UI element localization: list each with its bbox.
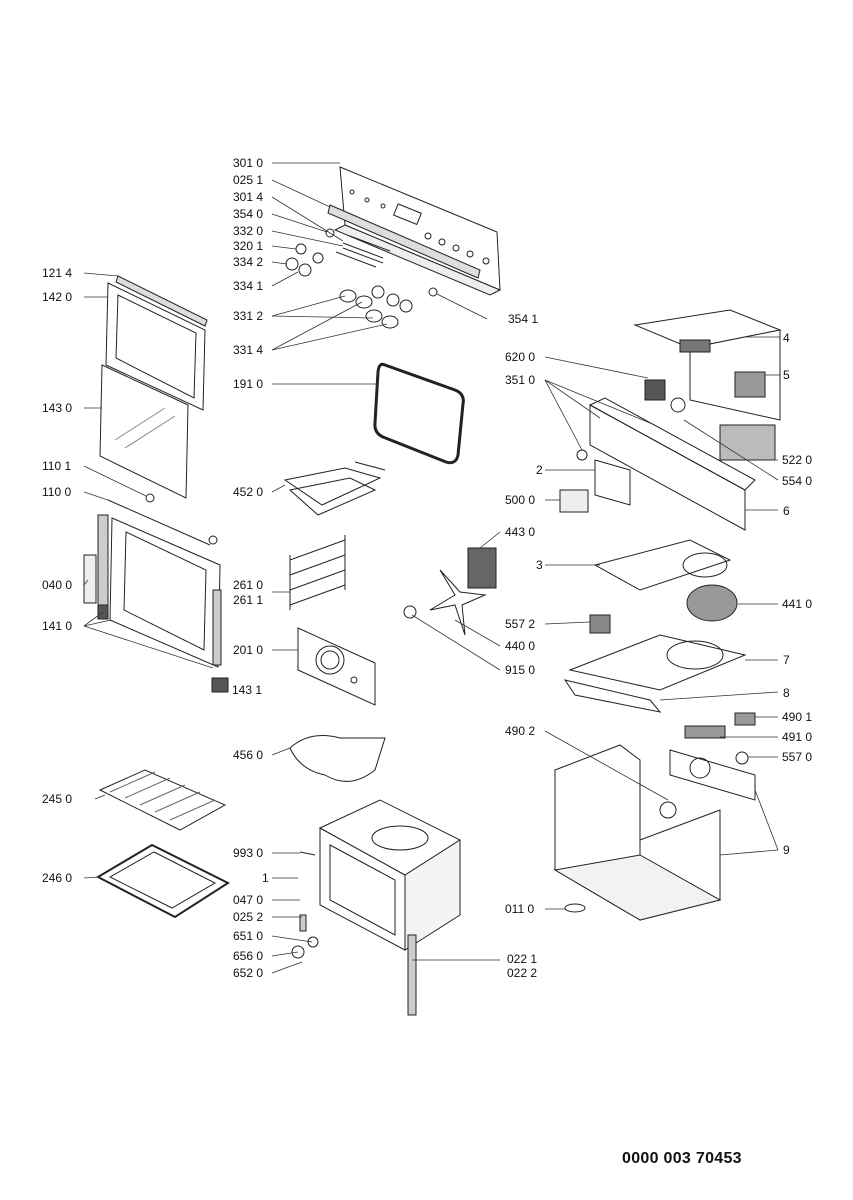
part-label-354-0: 354 0 — [233, 207, 264, 221]
part-label-491-0: 491 0 — [782, 730, 813, 744]
part-label-110-0: 110 0 — [42, 485, 72, 499]
part-label-7: 7 — [783, 653, 790, 667]
baking-tray-part — [95, 843, 231, 919]
part-label-246-0: 246 0 — [42, 871, 73, 885]
part-label-456-0: 456 0 — [233, 748, 264, 762]
part-label-334-1: 334 1 — [233, 279, 264, 293]
leader-lines — [83, 162, 780, 974]
part-label-025-2: 025 2 — [233, 910, 264, 924]
part-label-652-0: 652 0 — [233, 966, 264, 980]
part-label-1: 1 — [262, 871, 269, 885]
part-label-261-1: 261 1 — [233, 593, 264, 607]
part-label-245-0: 245 0 — [42, 792, 73, 806]
back-plates-part — [563, 539, 747, 713]
part-label-8: 8 — [783, 686, 790, 700]
part-label-4: 4 — [783, 331, 790, 345]
part-label-022-1: 022 1 — [507, 952, 538, 966]
control-panel-part — [327, 166, 502, 296]
part-label-443-0: 443 0 — [505, 525, 536, 539]
part-label-440-0: 440 0 — [505, 639, 536, 653]
part-label-334-2: 334 2 — [233, 255, 264, 269]
part-label-191-0: 191 0 — [233, 377, 264, 391]
fan-motor-part — [403, 547, 497, 636]
part-label-9: 9 — [783, 843, 790, 857]
lower-element-part — [289, 735, 386, 782]
part-label-441-0: 441 0 — [782, 597, 813, 611]
part-label-993-0: 993 0 — [233, 846, 264, 860]
part-label-620-0: 620 0 — [505, 350, 536, 364]
part-label-915-0: 915 0 — [505, 663, 536, 677]
part-label-490-2: 490 2 — [505, 724, 536, 738]
part-label-143-1: 143 1 — [232, 683, 263, 697]
grill-element-part — [283, 461, 386, 516]
part-label-351-0: 351 0 — [505, 373, 536, 387]
part-label-554-0: 554 0 — [782, 474, 813, 488]
part-label-320-1: 320 1 — [233, 239, 264, 253]
part-label-500-0: 500 0 — [505, 493, 536, 507]
part-label-522-0: 522 0 — [782, 453, 813, 467]
part-label-332-0: 332 0 — [233, 224, 264, 238]
part-label-011-0: 011 0 — [505, 902, 535, 916]
oven-cavity-part — [291, 799, 462, 1016]
part-label-141-0: 141 0 — [42, 619, 73, 633]
wire-shelf-part — [98, 769, 227, 831]
part-label-110-1: 110 1 — [42, 459, 72, 473]
part-label-5: 5 — [783, 368, 790, 382]
part-label-143-0: 143 0 — [42, 401, 73, 415]
door-upper-part — [99, 275, 208, 503]
part-label-3: 3 — [536, 558, 543, 572]
part-label-557-0: 557 0 — [782, 750, 813, 764]
part-label-2: 2 — [536, 463, 543, 477]
part-label-121-4: 121 4 — [42, 266, 73, 280]
part-label-331-2: 331 2 — [233, 309, 264, 323]
fan-cover-part — [297, 627, 376, 706]
door-seal-part — [373, 362, 465, 465]
part-label-301-0: 301 0 — [233, 156, 264, 170]
side-racks-part — [289, 535, 346, 610]
part-label-354-1: 354 1 — [508, 312, 539, 326]
part-label-047-0: 047 0 — [233, 893, 264, 907]
part-label-490-1: 490 1 — [782, 710, 813, 724]
part-label-301-4: 301 4 — [233, 190, 264, 204]
outer-casing-part — [553, 712, 756, 921]
part-label-022-2: 022 2 — [507, 966, 538, 980]
part-label-452-0: 452 0 — [233, 485, 264, 499]
part-label-6: 6 — [783, 504, 790, 518]
part-label-261-0: 261 0 — [233, 578, 264, 592]
part-label-656-0: 656 0 — [233, 949, 264, 963]
top-cover-part — [633, 309, 782, 421]
part-label-142-0: 142 0 — [42, 290, 73, 304]
document-number: 0000 003 70453 — [622, 1150, 742, 1167]
part-label-557-2: 557 2 — [505, 617, 536, 631]
door-lower-part — [83, 499, 229, 693]
knob-shafts-part — [285, 228, 438, 329]
control-frame-part — [559, 379, 776, 531]
part-label-651-0: 651 0 — [233, 929, 264, 943]
part-label-025-1: 025 1 — [233, 173, 264, 187]
part-label-331-4: 331 4 — [233, 343, 264, 357]
part-label-040-0: 040 0 — [42, 578, 73, 592]
part-label-201-0: 201 0 — [233, 643, 264, 657]
